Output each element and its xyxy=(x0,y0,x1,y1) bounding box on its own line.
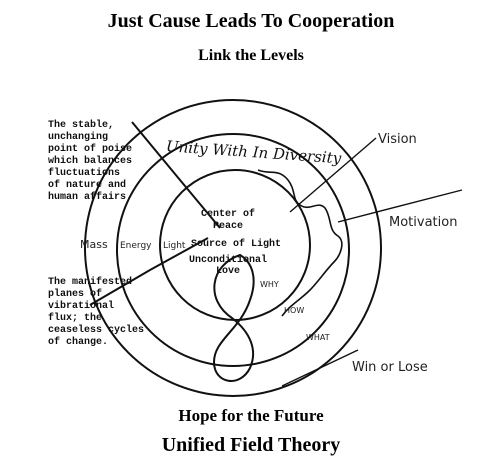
note-top-line-6: of nature and xyxy=(48,179,126,191)
center-line-3: Source of Light xyxy=(191,238,281,250)
note-bottom-line-1: The manifested xyxy=(48,276,132,288)
level-energy: Energy xyxy=(120,241,152,251)
footer-caption: Hope for the Future xyxy=(178,406,324,425)
pointer-line-top xyxy=(131,121,221,229)
question-what: WHAT xyxy=(306,333,330,342)
footer-title: Unified Field Theory xyxy=(161,434,341,456)
note-bottom-line-5: ceaseless cycles xyxy=(48,324,144,336)
level-light: Light xyxy=(163,241,186,251)
label-motivation: Motivation xyxy=(389,215,457,230)
left-note-top: The stable, unchanging point of poise wh… xyxy=(48,119,132,203)
note-bottom-line-4: flux; the xyxy=(48,312,102,324)
left-note-bottom: The manifested planes of vibrational flu… xyxy=(48,276,144,348)
note-top-line-3: point of poise xyxy=(48,143,132,155)
ring-label: Unity With In Diversity xyxy=(165,137,342,167)
label-vision: Vision xyxy=(378,132,417,147)
level-mass: Mass xyxy=(80,238,108,251)
infinity-loop xyxy=(212,253,255,382)
note-bottom-line-2: planes of xyxy=(48,288,102,300)
question-why: WHY xyxy=(260,280,279,289)
middle-ring xyxy=(116,133,350,367)
win-lose-line xyxy=(281,349,359,387)
outer-ring xyxy=(84,99,382,397)
note-top-line-5: fluctuations xyxy=(48,167,120,179)
page-title: Just Cause Leads To Cooperation xyxy=(107,10,395,32)
center-line-1: Center of xyxy=(201,208,255,220)
center-line-5: Love xyxy=(216,266,240,277)
label-win-lose: Win or Lose xyxy=(352,360,428,375)
page-subtitle: Link the Levels xyxy=(198,47,304,64)
note-top-line-1: The stable, xyxy=(48,119,114,131)
note-top-line-2: unchanging xyxy=(48,131,108,143)
center-line-4: Unconditional xyxy=(189,254,267,266)
motivation-line xyxy=(337,189,463,223)
note-top-line-7: human affairs. xyxy=(48,191,132,203)
note-bottom-line-6: of change. xyxy=(48,336,108,348)
question-how: HOW xyxy=(284,306,304,315)
note-bottom-line-3: vibrational xyxy=(48,300,114,312)
note-top-line-4: which balances xyxy=(48,155,132,167)
wavy-boundary-line xyxy=(257,169,343,317)
vision-line xyxy=(289,137,377,213)
center-line-2: Peace xyxy=(213,221,243,232)
pointer-line-bottom xyxy=(89,237,209,306)
